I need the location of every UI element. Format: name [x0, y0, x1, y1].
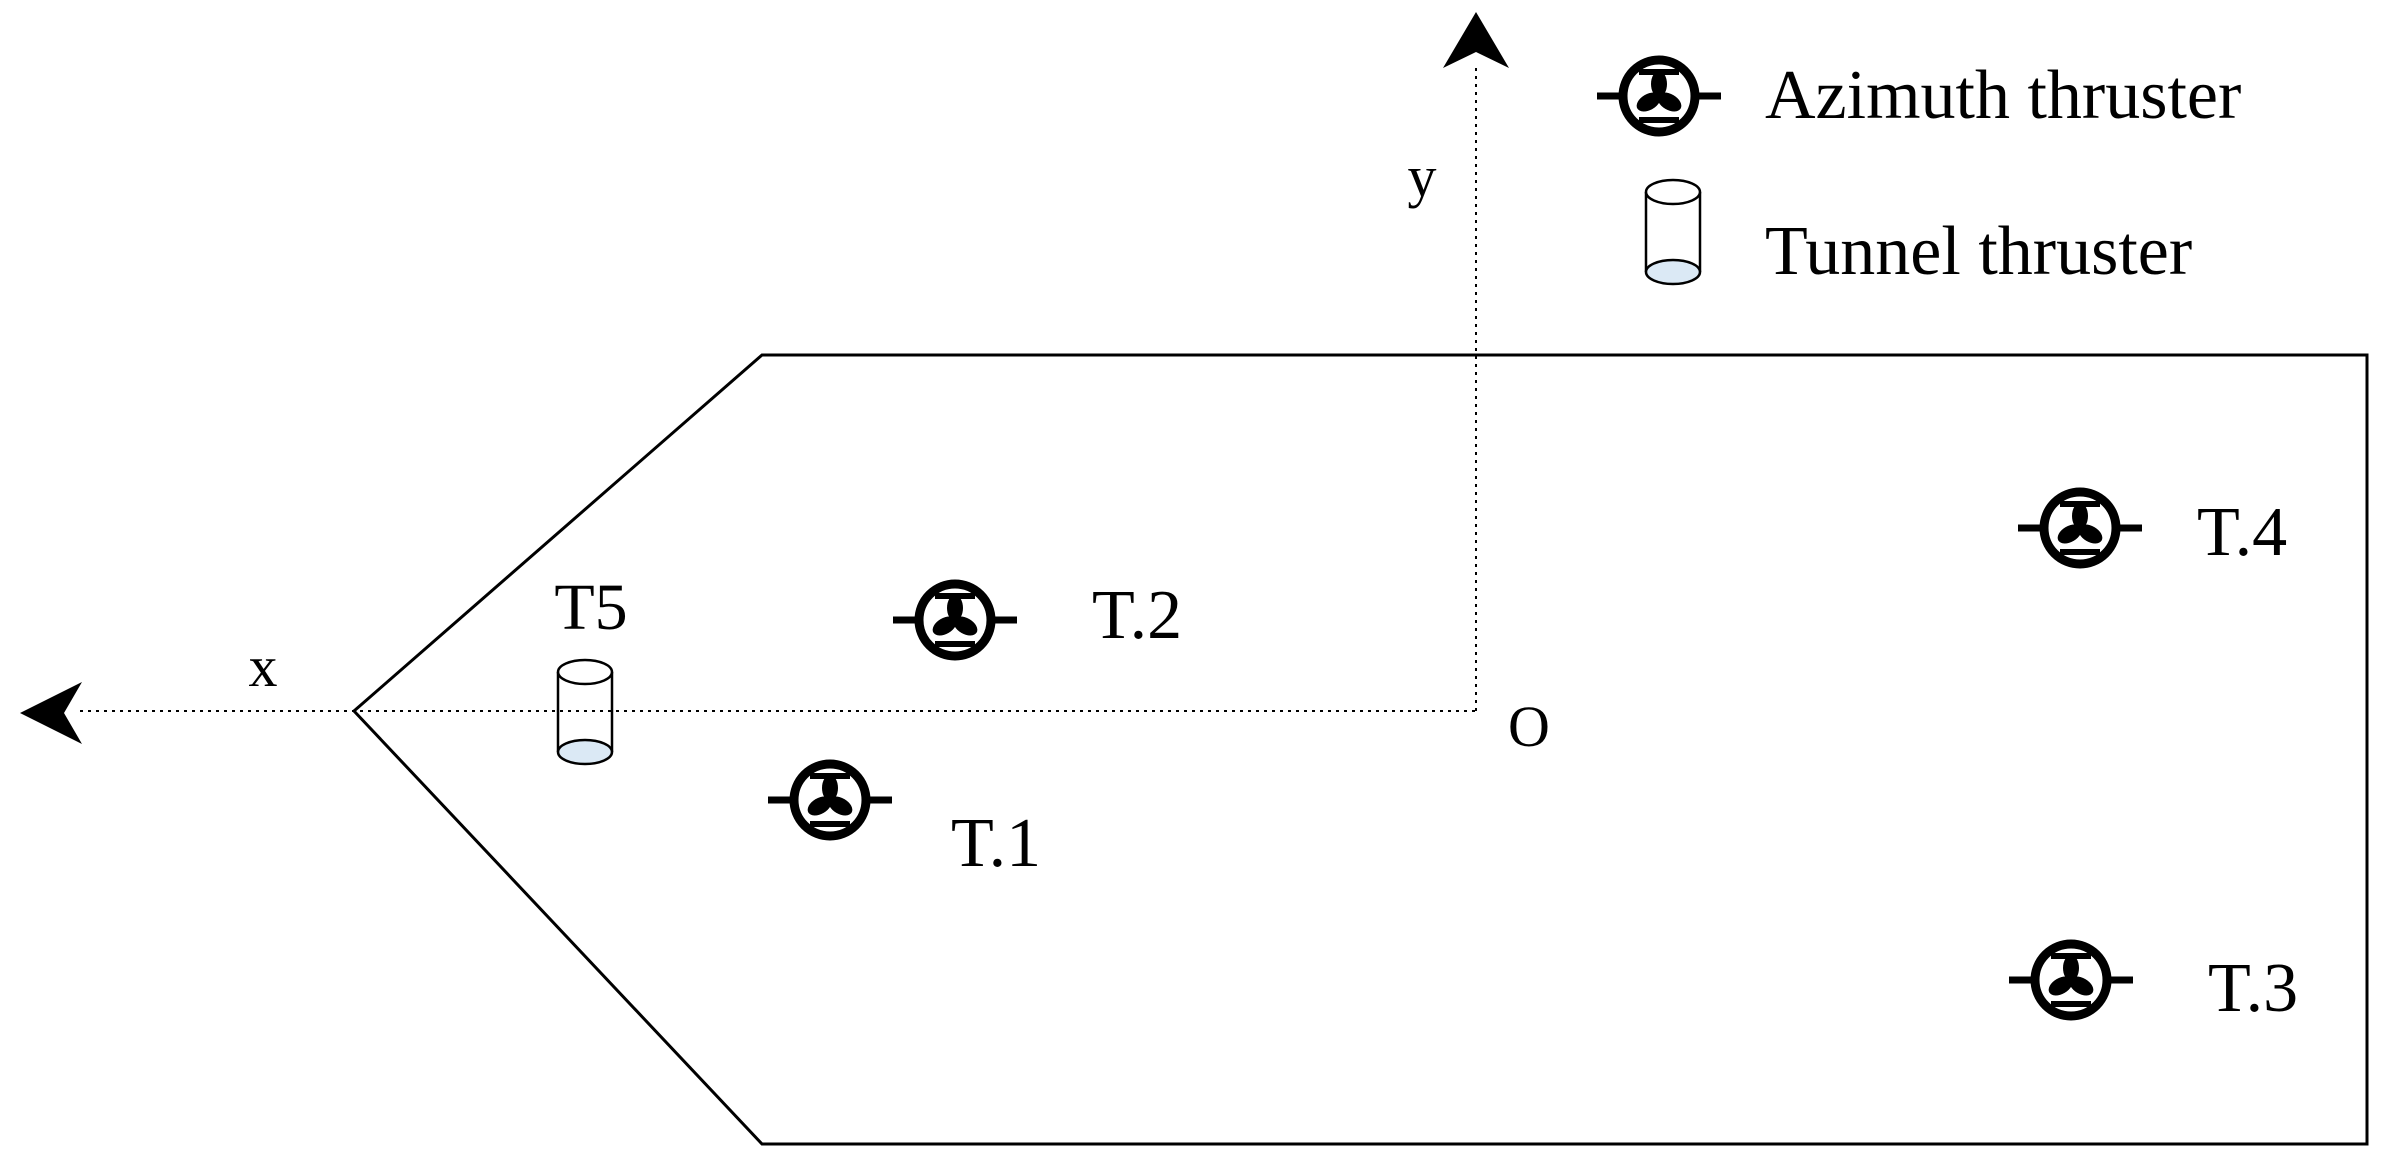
legend-tunnel-thruster-icon [1644, 178, 1702, 286]
legend-azimuth-label: Azimuth thruster [1765, 57, 2241, 134]
azimuth-thruster-t2-icon [893, 584, 1017, 656]
thruster-label-t2: T.2 [1092, 577, 1182, 654]
legend-tunnel-label: Tunnel thruster [1765, 213, 2192, 290]
thruster-label-t1: T.1 [951, 805, 1041, 882]
legend-azimuth-thruster-icon [1597, 60, 1721, 132]
x-axis-label: x [249, 634, 278, 699]
thruster-label-t4: T.4 [2197, 494, 2287, 571]
azimuth-thruster-t3-icon [2009, 944, 2133, 1016]
x-axis-arrow [20, 682, 82, 744]
y-axis-arrow [1443, 12, 1509, 68]
origin-label: O [1508, 694, 1550, 759]
y-axis-label: y [1408, 144, 1437, 209]
thruster-label-t5: T5 [554, 571, 627, 644]
vessel-hull [351, 353, 2369, 1146]
thruster-label-t3: T.3 [2208, 950, 2298, 1027]
azimuth-thruster-t1-icon [768, 764, 892, 836]
azimuth-thruster-t4-icon [2018, 492, 2142, 564]
